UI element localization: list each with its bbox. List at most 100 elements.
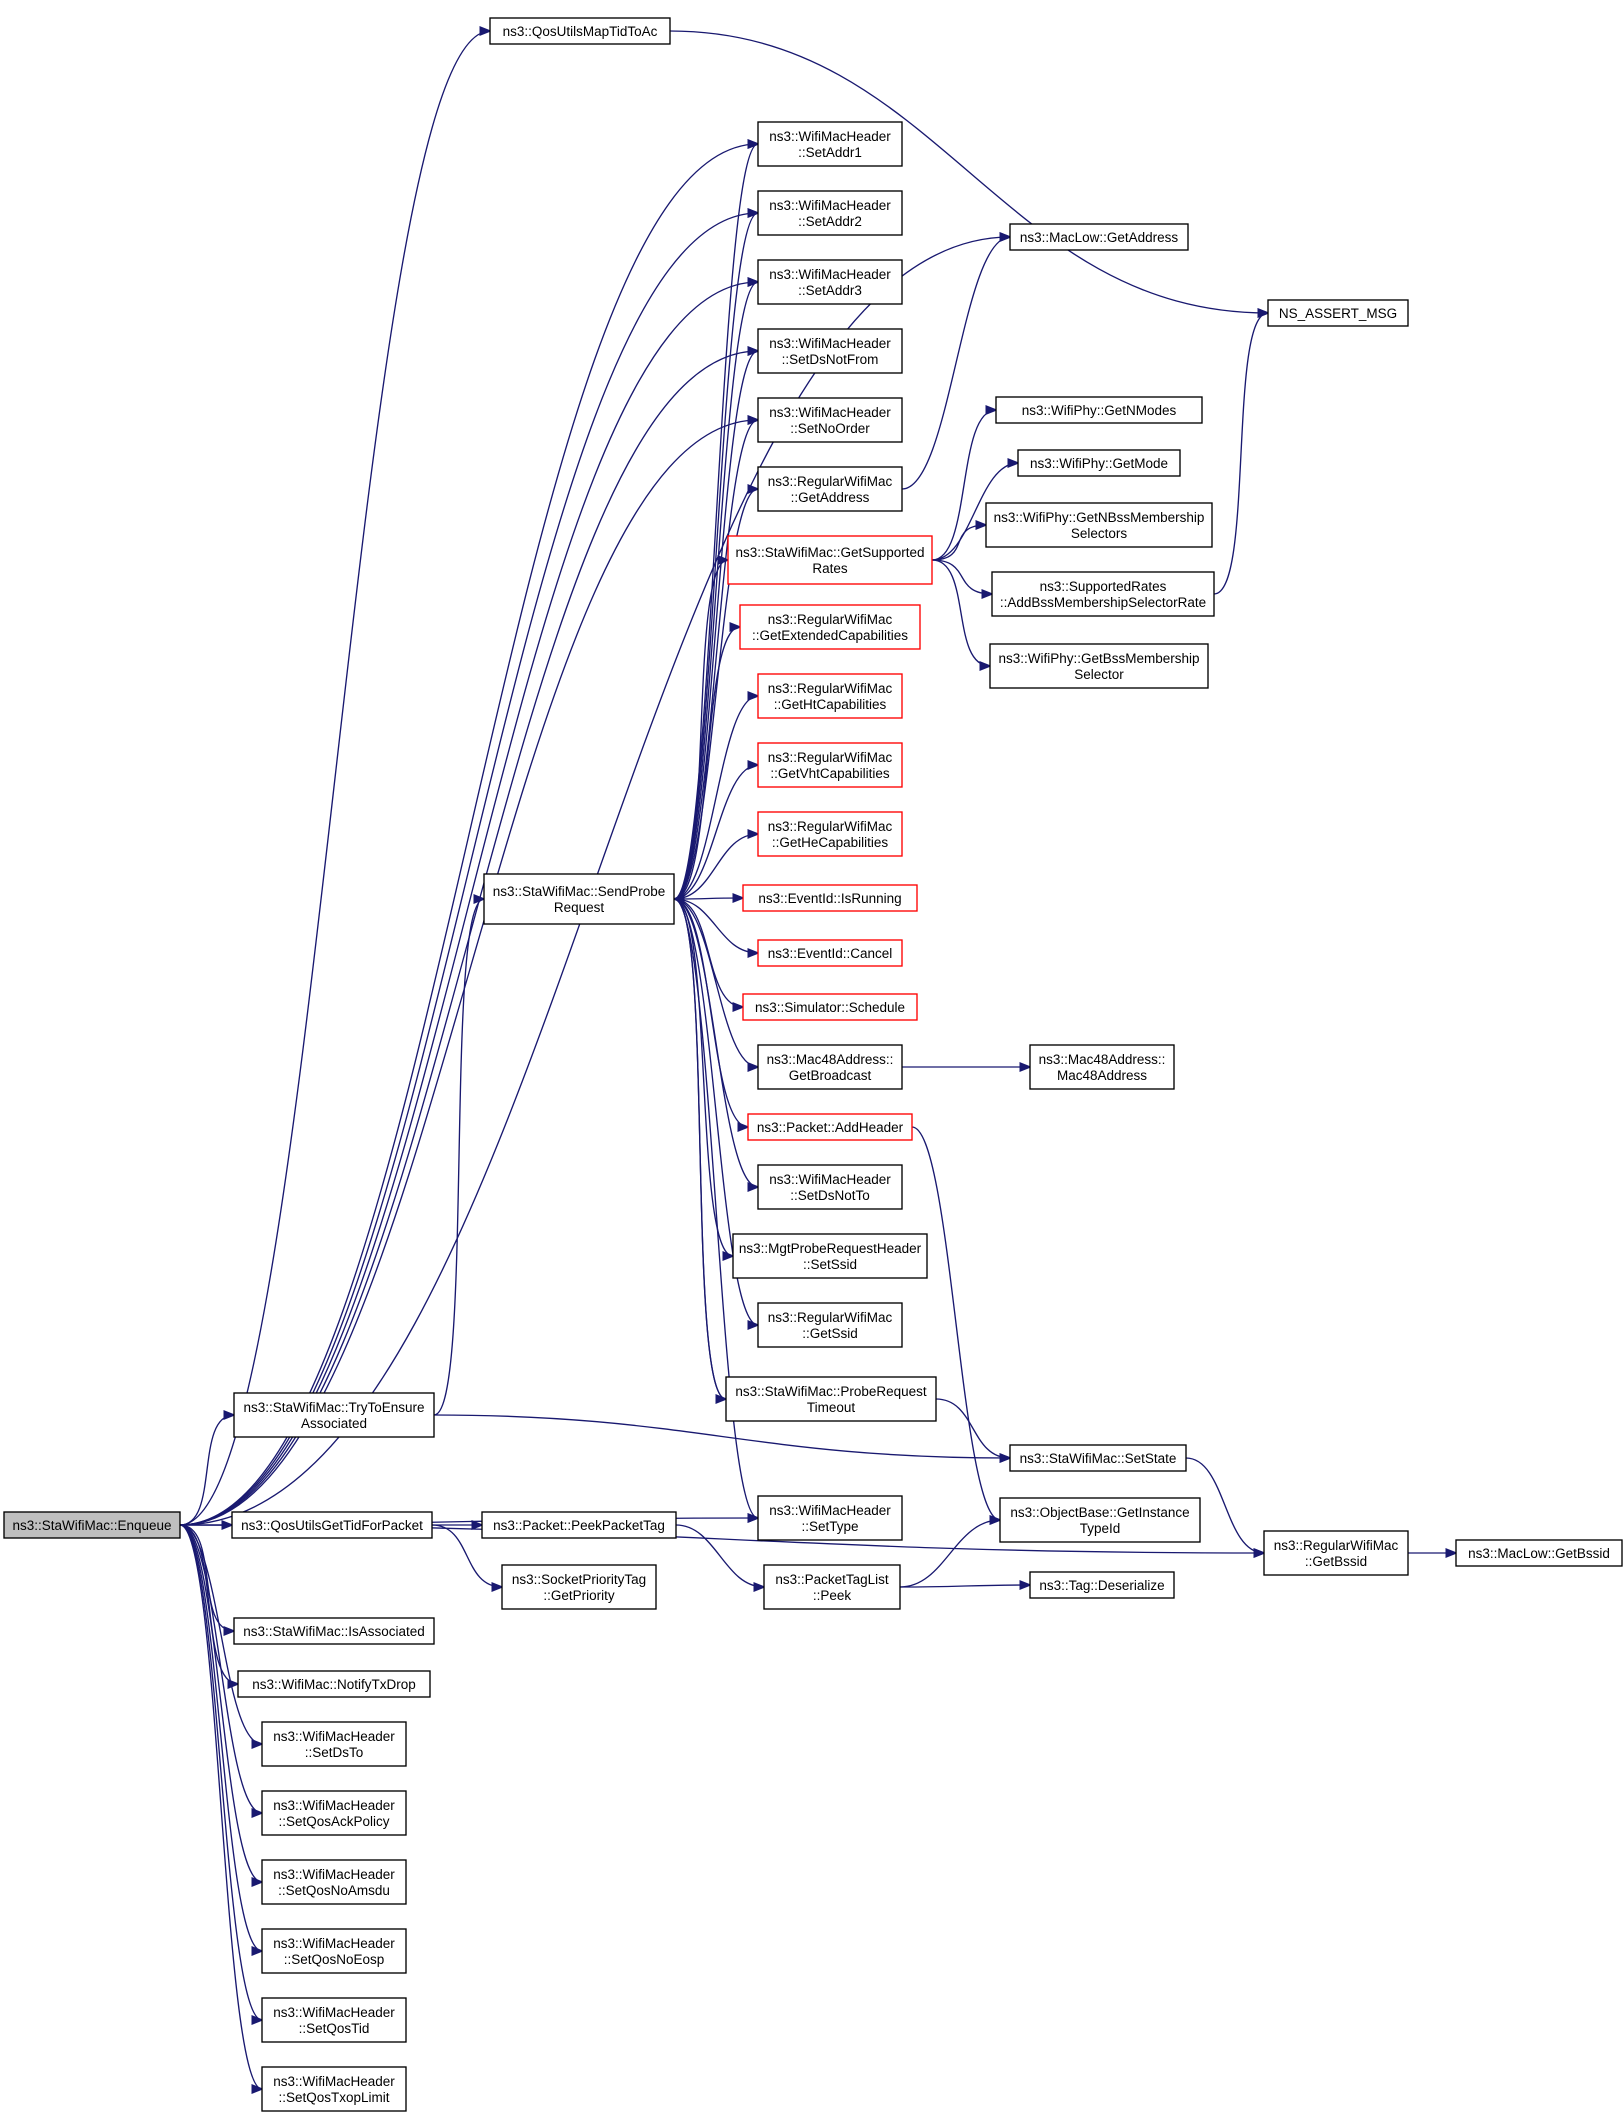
edge-sendprobe-to-schedule (673, 898, 743, 1007)
node-setnoorder[interactable]: ns3::WifiMacHeader::SetNoOrder (757, 397, 903, 443)
node-label: ns3::WifiPhy::GetBssMembership (998, 651, 1199, 666)
node-box (489, 17, 671, 45)
node-addbss[interactable]: ns3::SupportedRates::AddBssMembershipSel… (991, 571, 1215, 617)
node-setdsnotto[interactable]: ns3::WifiMacHeader::SetDsNotTo (757, 1164, 903, 1210)
node-label: Associated (301, 1416, 367, 1431)
node-rwm-getaddress[interactable]: ns3::RegularWifiMac::GetAddress (757, 466, 903, 512)
node-label: ns3::WifiMacHeader (273, 2074, 395, 2089)
node-label: ns3::WifiMacHeader (273, 1798, 395, 1813)
node-gethtcap[interactable]: ns3::RegularWifiMac::GetHtCapabilities (757, 673, 903, 719)
function-nodes: ns3::StaWifiMac::Enqueue ns3::QosUtilsMap… (3, 17, 1623, 2112)
node-label: ::GetExtendedCapabilities (752, 628, 908, 643)
node-notifytxdrop[interactable]: ns3::WifiMac::NotifyTxDrop (237, 1670, 431, 1698)
node-setdsto[interactable]: ns3::WifiMacHeader::SetDsTo (261, 1721, 407, 1767)
node-enqueue[interactable]: ns3::StaWifiMac::Enqueue (3, 1511, 181, 1539)
edge-probetimeout-to-sendprobe (674, 899, 727, 1400)
node-maclow-getbssid[interactable]: ns3::MacLow::GetBssid (1455, 1539, 1623, 1567)
node-setqostid[interactable]: ns3::WifiMacHeader::SetQosTid (261, 1997, 407, 2043)
edge-sendprobe-to-getsupportedrates (673, 560, 728, 900)
node-rwm-getbssid[interactable]: ns3::RegularWifiMac::GetBssid (1263, 1530, 1409, 1576)
node-setaddr3[interactable]: ns3::WifiMacHeader::SetAddr3 (757, 259, 903, 305)
node-box (237, 1670, 431, 1698)
node-label: ::SetAddr2 (798, 214, 862, 229)
node-label: ns3::WifiMacHeader (273, 1729, 395, 1744)
edge-sendprobe-to-setdsnotto (673, 898, 758, 1187)
node-ptl-peek[interactable]: ns3::PacketTagList::Peek (763, 1564, 901, 1610)
edge-sendprobe-to-getssid (673, 898, 758, 1325)
edge-ptl-peek-to-getinstancetypeid (899, 1520, 1000, 1588)
node-setaddr1[interactable]: ns3::WifiMacHeader::SetAddr1 (757, 121, 903, 167)
edge-sendprobe-to-gethecap (673, 834, 758, 900)
node-setstate[interactable]: ns3::StaWifiMac::SetState (1009, 1444, 1187, 1472)
node-getnmodes[interactable]: ns3::WifiPhy::GetNModes (995, 396, 1203, 424)
node-getbroadcast[interactable]: ns3::Mac48Address::GetBroadcast (757, 1044, 903, 1090)
edge-sendprobe-to-setdsnotfrom (673, 351, 758, 900)
node-label: ::GetAddress (791, 490, 870, 505)
edge-trytoensure-to-setstate (433, 1414, 1010, 1458)
node-label: ns3::WifiMacHeader (769, 198, 891, 213)
node-socketprio[interactable]: ns3::SocketPriorityTag::GetPriority (501, 1564, 657, 1610)
edge-getsupportedrates-to-getnbss (931, 525, 986, 561)
edge-peekpackettag-to-ptl-peek (675, 1524, 764, 1587)
node-getmode[interactable]: ns3::WifiPhy::GetMode (1017, 449, 1181, 477)
node-box (757, 1044, 903, 1090)
node-setaddr2[interactable]: ns3::WifiMacHeader::SetAddr2 (757, 190, 903, 236)
node-label: ns3::StaWifiMac::TryToEnsure (243, 1400, 424, 1415)
edge-qosutils-map-to-ns-assert-msg (669, 30, 1268, 313)
node-label: ns3::Simulator::Schedule (755, 1000, 905, 1015)
node-qosgettid[interactable]: ns3::QosUtilsGetTidForPacket (231, 1511, 433, 1539)
node-setqosnoeosp[interactable]: ns3::WifiMacHeader::SetQosNoEosp (261, 1928, 407, 1974)
node-setqosnoamsdu[interactable]: ns3::WifiMacHeader::SetQosNoAmsdu (261, 1859, 407, 1905)
node-box (989, 643, 1209, 689)
node-box (757, 259, 903, 305)
node-cancel[interactable]: ns3::EventId::Cancel (757, 939, 903, 967)
node-setqostxoplimit[interactable]: ns3::WifiMacHeader::SetQosTxopLimit (261, 2066, 407, 2112)
node-maclow-getaddress[interactable]: ns3::MacLow::GetAddress (1009, 223, 1189, 251)
node-label: ns3::WifiPhy::GetNModes (1022, 403, 1177, 418)
node-setssid[interactable]: ns3::MgtProbeRequestHeader::SetSsid (732, 1233, 928, 1279)
edge-getsupportedrates-to-getmode (931, 463, 1018, 561)
node-label: ::SetDsNotFrom (782, 352, 879, 367)
node-box (1009, 1444, 1187, 1472)
node-label: ns3::SupportedRates (1040, 579, 1167, 594)
node-box (991, 571, 1215, 617)
node-box (261, 1721, 407, 1767)
node-label: Request (554, 900, 605, 915)
node-isrunning[interactable]: ns3::EventId::IsRunning (742, 884, 918, 912)
node-getssid[interactable]: ns3::RegularWifiMac::GetSsid (757, 1302, 903, 1348)
node-gethecap[interactable]: ns3::RegularWifiMac::GetHeCapabilities (757, 811, 903, 857)
edge-enqueue-to-setqosackpolicy (179, 1524, 262, 1813)
node-getvhtcap[interactable]: ns3::RegularWifiMac::GetVhtCapabilities (757, 742, 903, 788)
node-label: GetBroadcast (789, 1068, 872, 1083)
node-box (1009, 223, 1189, 251)
node-schedule[interactable]: ns3::Simulator::Schedule (742, 993, 918, 1021)
node-label: ns3::RegularWifiMac (768, 819, 893, 834)
node-label: ns3::WifiMac::NotifyTxDrop (252, 1677, 416, 1692)
edge-rwm-getaddress-to-maclow-getaddress (901, 237, 1010, 490)
node-isassociated[interactable]: ns3::StaWifiMac::IsAssociated (233, 1617, 435, 1645)
node-setdsnotfrom[interactable]: ns3::WifiMacHeader::SetDsNotFrom (757, 328, 903, 374)
node-tag-deserialize[interactable]: ns3::Tag::Deserialize (1029, 1571, 1175, 1599)
node-box (233, 1392, 435, 1438)
node-settype[interactable]: ns3::WifiMacHeader::SetType (757, 1495, 903, 1541)
node-label: ns3::WifiPhy::GetMode (1030, 456, 1168, 471)
node-box (233, 1617, 435, 1645)
node-qosutils-map[interactable]: ns3::QosUtilsMapTidToAc (489, 17, 671, 45)
node-addheader[interactable]: ns3::Packet::AddHeader (747, 1113, 913, 1141)
node-ns-assert-msg[interactable]: NS_ASSERT_MSG (1267, 299, 1409, 327)
node-getextcap[interactable]: ns3::RegularWifiMac::GetExtendedCapabili… (739, 604, 921, 650)
node-peekpackettag[interactable]: ns3::Packet::PeekPacketTag (481, 1511, 677, 1539)
edge-enqueue-to-setnoorder (179, 420, 758, 1526)
node-label: Selectors (1071, 526, 1128, 541)
node-setqosackpolicy[interactable]: ns3::WifiMacHeader::SetQosAckPolicy (261, 1790, 407, 1836)
node-box (747, 1113, 913, 1141)
node-mac48address[interactable]: ns3::Mac48Address::Mac48Address (1029, 1044, 1175, 1090)
